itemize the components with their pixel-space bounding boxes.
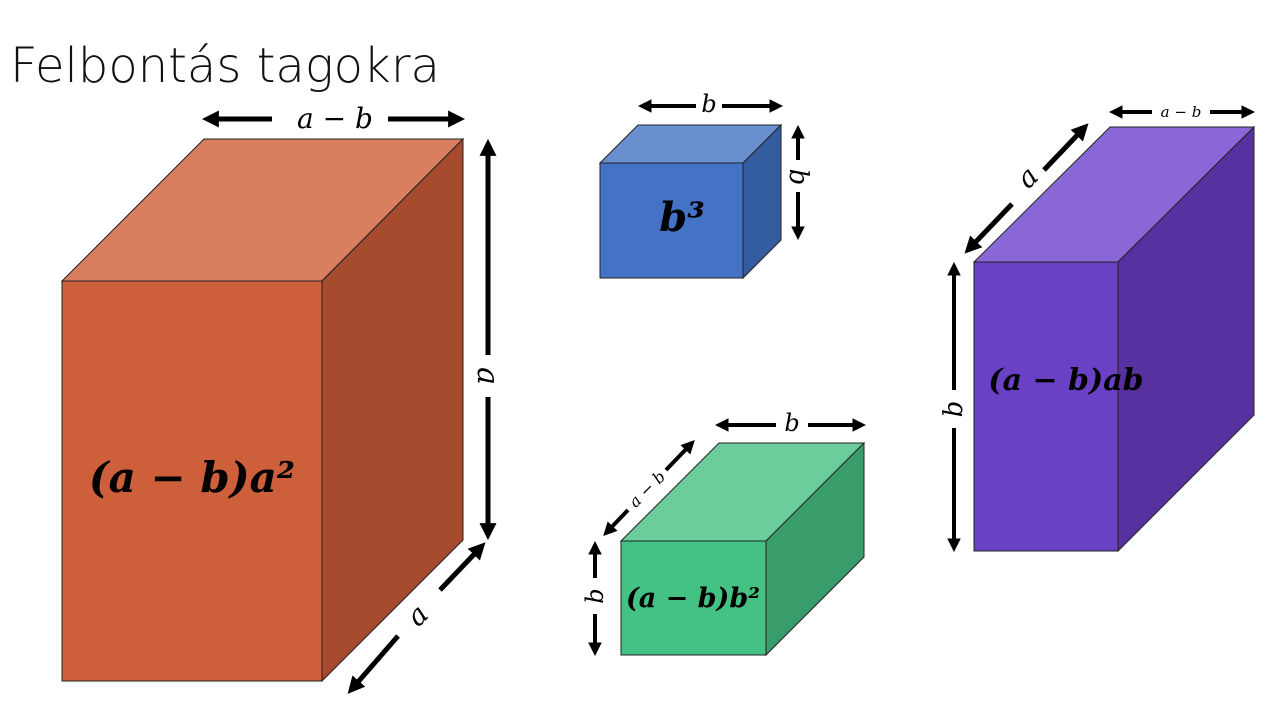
purple-depth-dim-label: a	[1010, 160, 1045, 195]
purple-box-front-face	[973, 261, 1119, 552]
green-side-dim-label: b	[581, 588, 609, 603]
purple-depth-arrow-up	[1042, 123, 1089, 172]
red-box-label: (a − b)a²	[89, 453, 295, 502]
red-box: (a − b)a² a − b a a	[60, 102, 505, 694]
blue-box: b³ b b	[598, 90, 813, 280]
red-depth-arrow-up	[438, 542, 486, 592]
purple-box-label: (a − b)ab	[988, 363, 1143, 398]
red-depth-dim-label: a	[400, 598, 435, 633]
blue-box-front-face	[599, 162, 744, 279]
green-top-dim-label: b	[784, 409, 799, 437]
blue-side-dim-label: b	[783, 169, 813, 186]
red-top-dim-label: a − b	[297, 102, 373, 135]
purple-side-dim-label: b	[939, 401, 969, 418]
purple-depth-arrow-down	[964, 202, 1014, 254]
red-depth-arrow-down	[347, 634, 400, 694]
purple-box: (a − b)ab a − b a b	[939, 103, 1256, 553]
green-depth-arrow-down	[603, 508, 630, 536]
red-side-dim-label: a	[470, 367, 505, 385]
blue-top-dim-label: b	[701, 90, 716, 118]
red-box-front-face	[61, 280, 323, 682]
blue-box-label: b³	[659, 194, 705, 241]
green-box-label: (a − b)b²	[626, 583, 760, 614]
green-box: (a − b)b² b a − b b	[581, 409, 867, 657]
green-depth-arrow-up	[664, 440, 695, 472]
page-title: Felbontás tagokra	[10, 38, 440, 94]
green-box-front-face	[620, 540, 767, 656]
purple-top-dim-label: a − b	[1161, 103, 1202, 121]
